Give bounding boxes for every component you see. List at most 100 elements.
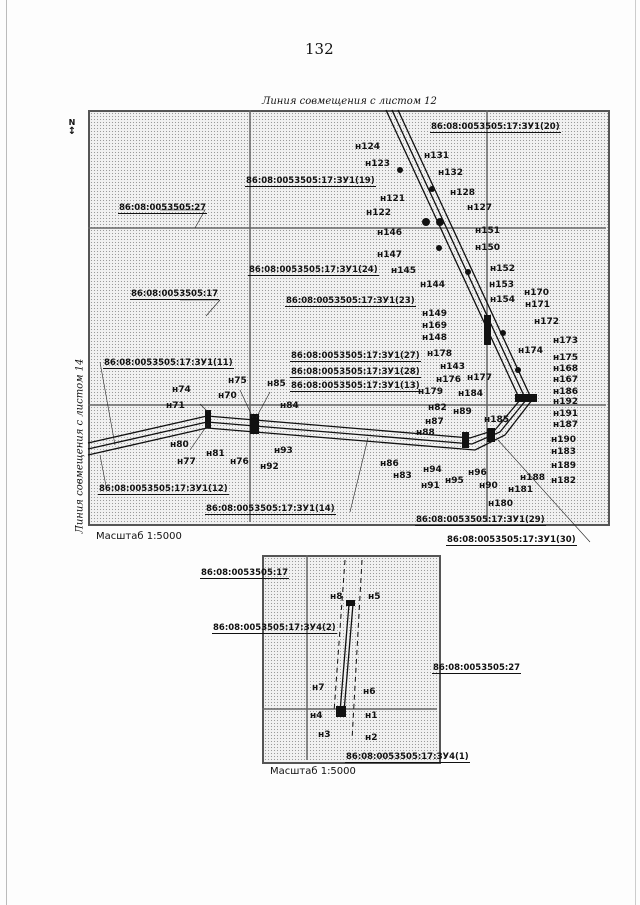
point-label: н127 xyxy=(467,203,493,213)
point-label: н179 xyxy=(418,387,444,397)
point-label: н92 xyxy=(260,462,279,472)
parcel-label: 86:08:0053505:17:ЗУ1(28) xyxy=(290,367,421,378)
parcel-label: 86:08:0053505:17:ЗУ4(1) xyxy=(345,752,470,763)
parcel-label: 86:08:0053505:17:ЗУ1(14) xyxy=(205,504,336,515)
point-label: н77 xyxy=(177,457,196,467)
point-label: н124 xyxy=(355,142,381,152)
point-label: н177 xyxy=(467,373,493,383)
point-label: н172 xyxy=(534,317,560,327)
page-number: 132 xyxy=(305,40,334,58)
point-label: н148 xyxy=(422,333,448,343)
point-label: н181 xyxy=(508,485,534,495)
scan-edge xyxy=(635,0,636,905)
point-label: н122 xyxy=(366,208,392,218)
point-label: н176 xyxy=(436,375,462,385)
point-label: н182 xyxy=(551,476,577,486)
inset-map-scale: Масштаб 1:5000 xyxy=(270,766,356,777)
parcel-label: 86:08:0053505:17:ЗУ1(13) xyxy=(290,381,421,392)
point-label: н185 xyxy=(484,415,510,425)
point-label: н91 xyxy=(421,481,440,491)
point-label: н76 xyxy=(230,457,249,467)
point-label: н1 xyxy=(365,711,378,721)
point-label: н93 xyxy=(274,446,293,456)
point-label: н84 xyxy=(280,401,299,411)
point-label: н192 xyxy=(553,397,579,407)
parcel-label: 86:08:0053505:17:ЗУ4(2) xyxy=(212,623,337,634)
parcel-label: 86:08:0053505:17 xyxy=(200,568,290,579)
point-label: н121 xyxy=(380,194,406,204)
parcel-label: 86:08:0053505:17:ЗУ1(27) xyxy=(290,351,421,362)
point-label: н123 xyxy=(365,159,391,169)
side-match-line-caption: Линия совмещения с листом 14 xyxy=(74,358,86,534)
top-match-line-caption: Линия совмещения с листом 12 xyxy=(262,96,437,107)
point-label: н189 xyxy=(551,461,577,471)
point-label: н143 xyxy=(440,362,466,372)
point-label: н83 xyxy=(393,471,412,481)
point-label: н169 xyxy=(422,321,448,331)
point-label: н71 xyxy=(166,401,185,411)
point-label: н188 xyxy=(520,473,546,483)
point-label: н152 xyxy=(490,264,516,274)
point-label: н167 xyxy=(553,375,579,385)
point-label: н2 xyxy=(365,733,378,743)
point-label: н81 xyxy=(206,449,225,459)
point-label: н80 xyxy=(170,440,189,450)
point-label: н70 xyxy=(218,391,237,401)
north-arrow-icon: N↕ xyxy=(67,118,77,137)
point-label: н171 xyxy=(525,300,551,310)
point-label: н190 xyxy=(551,435,577,445)
point-label: н170 xyxy=(524,288,550,298)
point-label: н5 xyxy=(368,592,381,602)
point-label: н95 xyxy=(445,476,464,486)
point-label: н86 xyxy=(380,459,399,469)
point-label: н146 xyxy=(377,228,403,238)
parcel-label: 86:08:0053505:17:ЗУ1(11) xyxy=(103,358,234,369)
point-label: н183 xyxy=(551,447,577,457)
parcel-label: 86:08:0053505:17:ЗУ1(20) xyxy=(430,122,561,133)
point-label: н147 xyxy=(377,250,403,260)
point-label: н187 xyxy=(553,420,579,430)
parcel-label: 86:08:0053505:17:ЗУ1(12) xyxy=(98,484,229,495)
point-label: н186 xyxy=(553,387,579,397)
parcel-label: 86:08:0053505:17 xyxy=(130,289,220,300)
point-label: н191 xyxy=(553,409,579,419)
point-label: н154 xyxy=(490,295,516,305)
point-label: н7 xyxy=(312,683,325,693)
north-label: N xyxy=(68,118,76,127)
point-label: н180 xyxy=(488,499,514,509)
point-label: н128 xyxy=(450,188,476,198)
point-label: н151 xyxy=(475,226,501,236)
parcel-label: 86:08:0053505:17:ЗУ1(30) xyxy=(446,535,577,546)
point-label: н145 xyxy=(391,266,417,276)
inset-map xyxy=(262,555,441,764)
point-label: н94 xyxy=(423,465,442,475)
point-label: н168 xyxy=(553,364,579,374)
point-label: н85 xyxy=(267,379,286,389)
point-label: н173 xyxy=(553,336,579,346)
point-label: н75 xyxy=(228,376,247,386)
point-label: н144 xyxy=(420,280,446,290)
point-label: н175 xyxy=(553,353,579,363)
main-map-scale: Масштаб 1:5000 xyxy=(96,531,182,542)
parcel-label: 86:08:0053505:27 xyxy=(432,663,522,674)
main-map xyxy=(88,110,610,526)
point-label: н96 xyxy=(468,468,487,478)
point-label: н88 xyxy=(416,428,435,438)
scan-edge xyxy=(6,0,7,905)
point-label: н153 xyxy=(489,280,515,290)
point-label: н89 xyxy=(453,407,472,417)
parcel-label: 86:08:0053505:17:ЗУ1(19) xyxy=(245,176,376,187)
parcel-label: 86:08:0053505:17:ЗУ1(29) xyxy=(415,515,546,526)
point-label: н149 xyxy=(422,309,448,319)
parcel-label: 86:08:0053505:17:ЗУ1(24) xyxy=(248,265,379,276)
point-label: н174 xyxy=(518,346,544,356)
point-label: н132 xyxy=(438,168,464,178)
point-label: н90 xyxy=(479,481,498,491)
parcel-label: 86:08:0053505:27 xyxy=(118,203,208,214)
point-label: н82 xyxy=(428,403,447,413)
point-label: н74 xyxy=(172,385,191,395)
point-label: н6 xyxy=(363,687,376,697)
point-label: н131 xyxy=(424,151,450,161)
point-label: н178 xyxy=(427,349,453,359)
